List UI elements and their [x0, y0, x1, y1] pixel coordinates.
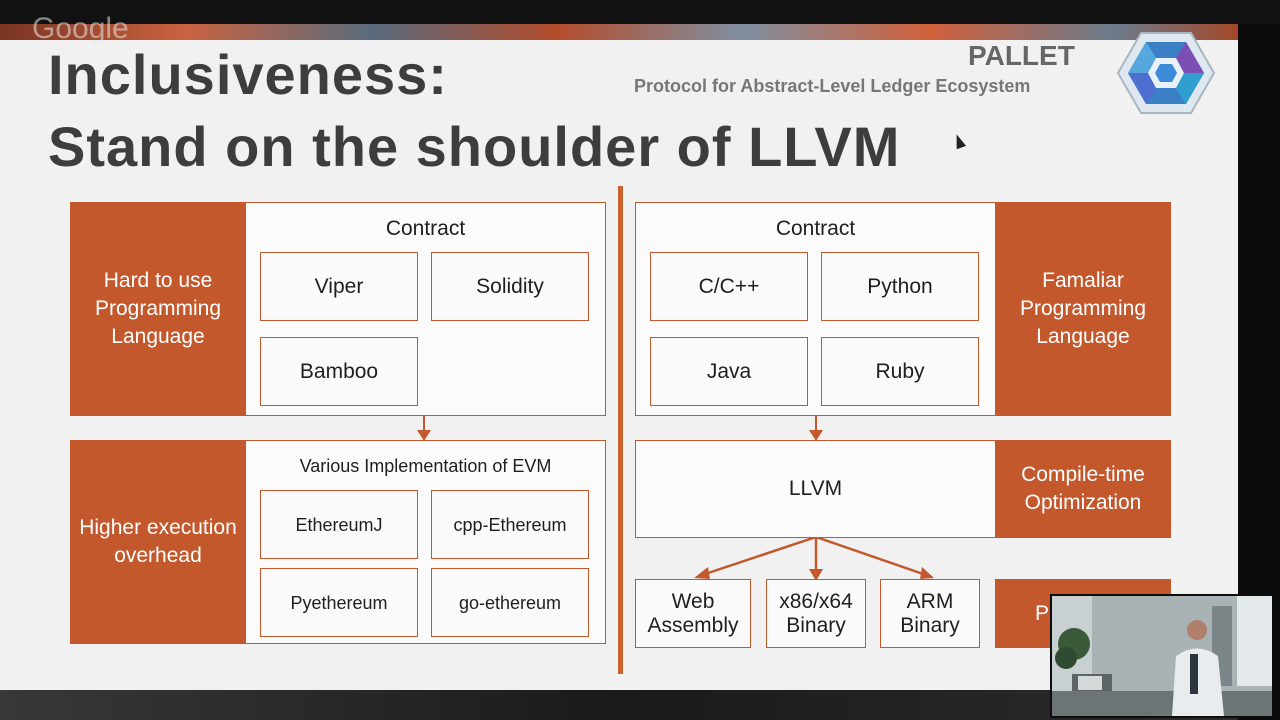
arrow-down-icon: [809, 416, 823, 441]
left-evm-title: Various Implementation of EVM: [299, 456, 552, 476]
box-python: Python: [821, 252, 979, 321]
box-viper: Viper: [260, 252, 418, 321]
label-hard-to-use: Hard to use Programming Language: [70, 202, 246, 416]
box-x86-binary: x86/x64 Binary: [766, 579, 866, 648]
slide-title-line1: Inclusiveness:: [48, 43, 448, 106]
box-java: Java: [650, 337, 808, 406]
box-cpp-ethereum: cpp-Ethereum: [431, 490, 589, 559]
presenter-video-frame: [1052, 596, 1272, 716]
branch-arrows-icon: [694, 537, 934, 581]
box-c-cpp: C/C++: [650, 252, 808, 321]
google-watermark: Google: [32, 12, 129, 45]
box-ruby: Ruby: [821, 337, 979, 406]
llvm-label: LLVM: [788, 477, 843, 500]
pallet-subtitle: Protocol for Abstract-Level Ledger Ecosy…: [634, 76, 1031, 96]
box-go-ethereum: go-ethereum: [431, 568, 589, 637]
llvm-box: [635, 440, 996, 538]
pallet-label: PALLET: [968, 40, 1075, 71]
box-arm-binary: ARM Binary: [880, 579, 980, 648]
arrow-down-icon: [417, 416, 431, 441]
box-web-assembly: Web Assembly: [635, 579, 751, 648]
bottom-band: [0, 690, 1238, 720]
label-compile-time: Compile-time Optimization: [995, 440, 1171, 538]
presenter-video: [1050, 594, 1274, 718]
right-contract-title: Contract: [775, 217, 856, 240]
box-ethereumj: EthereumJ: [260, 490, 418, 559]
box-solidity: Solidity: [431, 252, 589, 321]
box-pyethereum: Pyethereum: [260, 568, 418, 637]
label-familiar: Famaliar Programming Language: [995, 202, 1171, 416]
label-higher-overhead: Higher execution overhead: [70, 440, 246, 644]
box-bamboo: Bamboo: [260, 337, 418, 406]
header-band: [0, 24, 1238, 42]
label-familiar-text: Famaliar Programming Language: [1019, 269, 1147, 348]
center-divider: [618, 186, 623, 674]
top-black-bar: [0, 0, 1280, 24]
label-higher-overhead-text: Higher execution overhead: [79, 516, 237, 567]
label-compile-time-text: Compile-time Optimization: [1021, 463, 1145, 514]
pallet-logo-icon: [1116, 32, 1216, 114]
label-hard-to-use-text: Hard to use Programming Language: [94, 269, 222, 348]
left-contract-title: Contract: [385, 217, 466, 240]
label-bottom-right-text: P: [1035, 601, 1050, 625]
slide-title-line2: Stand on the shoulder of LLVM: [48, 115, 901, 178]
